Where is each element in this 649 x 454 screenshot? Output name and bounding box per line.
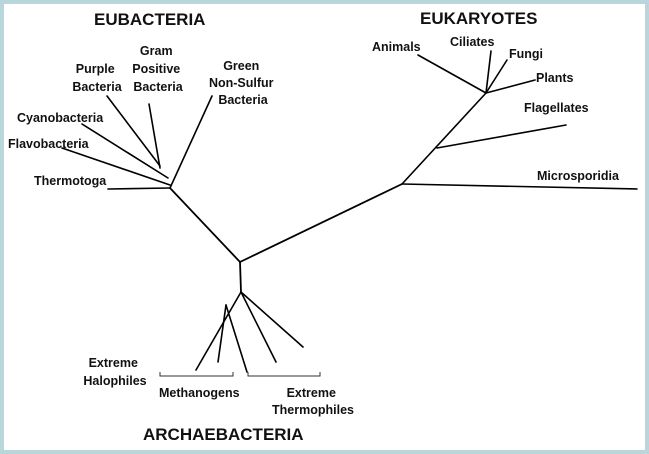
taxon-label-extreme-halophiles: Extreme Halophiles	[83, 356, 146, 388]
taxon-label-animals: Animals	[372, 40, 421, 54]
branch-green-non-sulfur	[169, 95, 213, 189]
branch-methanogen-2	[225, 304, 248, 373]
taxon-label-ciliates: Ciliates	[450, 35, 495, 49]
branch-thermophile-2	[240, 291, 304, 348]
branch-gram-positive	[148, 103, 161, 169]
branch-root-to-eukaryotes	[239, 183, 403, 263]
taxon-label-methanogens: Methanogens	[159, 386, 240, 400]
taxon-label-extreme-thermophiles: Extreme Thermophiles	[272, 386, 354, 417]
methanogens-bracket	[159, 372, 234, 377]
branch-thermophile-1	[240, 291, 277, 363]
taxon-label-gram-positive: Gram Positive Bacteria	[132, 44, 183, 94]
taxon-label-green-non-sulfur: Green Non-Sulfur Bacteria	[209, 59, 277, 107]
taxon-label-thermotoga: Thermotoga	[34, 174, 107, 188]
taxon-label-plants: Plants	[536, 71, 574, 85]
branch-halophiles	[195, 291, 242, 371]
taxon-label-cyanobacteria: Cyanobacteria	[17, 111, 104, 125]
branch-fungi	[485, 59, 508, 94]
taxon-label-purple-bacteria: Purple Bacteria	[72, 62, 122, 94]
tree-branches	[61, 50, 638, 373]
branch-animals	[417, 54, 487, 94]
branch-purple-bacteria	[106, 95, 161, 167]
group-label-eubacteria: EUBACTERIA	[94, 10, 205, 29]
branch-flavobacteria	[61, 147, 171, 186]
taxon-label-microsporidia: Microsporidia	[537, 169, 620, 183]
branch-cyanobacteria	[81, 123, 169, 179]
taxon-label-flavobacteria: Flavobacteria	[8, 137, 90, 151]
thermophiles-bracket	[247, 372, 321, 377]
branch-thermotoga	[107, 187, 171, 190]
branch-eukaryote-mid	[401, 92, 487, 185]
branch-microsporidia	[401, 183, 638, 190]
branch-ciliates	[485, 50, 492, 94]
taxon-label-fungi: Fungi	[509, 47, 543, 61]
branch-plants	[485, 79, 536, 94]
taxon-label-flagellates: Flagellates	[524, 101, 589, 115]
group-label-archaebacteria: ARCHAEBACTERIA	[143, 425, 304, 444]
group-label-eukaryotes: EUKARYOTES	[420, 9, 537, 28]
branch-root-to-eubacteria	[169, 187, 241, 263]
branch-flagellates	[436, 124, 567, 149]
branch-root-to-archaea	[239, 261, 242, 293]
branch-methanogen-1	[217, 304, 227, 363]
